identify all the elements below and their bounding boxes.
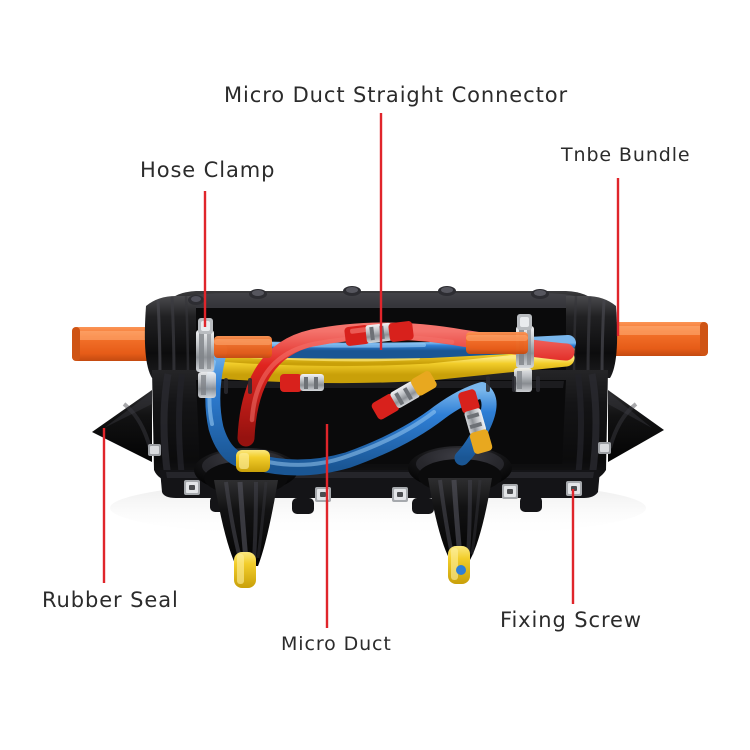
straight-connector-lower	[371, 371, 437, 420]
callout-label-hose-clamp: Hose Clamp	[140, 158, 276, 182]
body-ribs	[160, 373, 600, 479]
fixing-screw	[502, 484, 518, 499]
orange-stub-right	[466, 332, 528, 354]
end-ribs-right	[566, 295, 618, 379]
orange-stub-left	[214, 336, 272, 358]
callout-label-micro-duct: Micro Duct	[281, 633, 392, 655]
fixing-screw	[392, 487, 408, 502]
top-flange-screws	[188, 286, 549, 305]
rubber-seal-right	[408, 446, 512, 584]
straight-connector-right	[458, 389, 493, 454]
body-wing-right	[608, 390, 664, 462]
fixing-screw	[184, 480, 200, 495]
fixing-screw	[566, 481, 582, 496]
micro-duct-straight-connector	[344, 321, 414, 346]
fixing-screw	[315, 487, 331, 502]
hose-clamp-right-inner	[514, 368, 532, 392]
hose-clamp-left-outer	[196, 318, 214, 372]
end-ribs-left	[144, 295, 196, 379]
callout-label-micro-duct-straight-connector: Micro Duct Straight Connector	[224, 83, 568, 107]
tube-blue-lower-sweep	[248, 382, 490, 476]
straight-connector-mid-left	[280, 374, 324, 392]
callout-label-fixing-screw: Fixing Screw	[500, 608, 642, 632]
side-screws	[148, 442, 611, 456]
inner-ports	[224, 376, 540, 394]
callout-label-rubber-seal: Rubber Seal	[42, 588, 179, 612]
hose-clamp-left-inner	[198, 372, 216, 398]
coupler-yellow-left	[236, 450, 270, 472]
callout-label-tnbe-bundle: Tnbe Bundle	[561, 144, 691, 166]
body-wing-left	[92, 390, 152, 462]
